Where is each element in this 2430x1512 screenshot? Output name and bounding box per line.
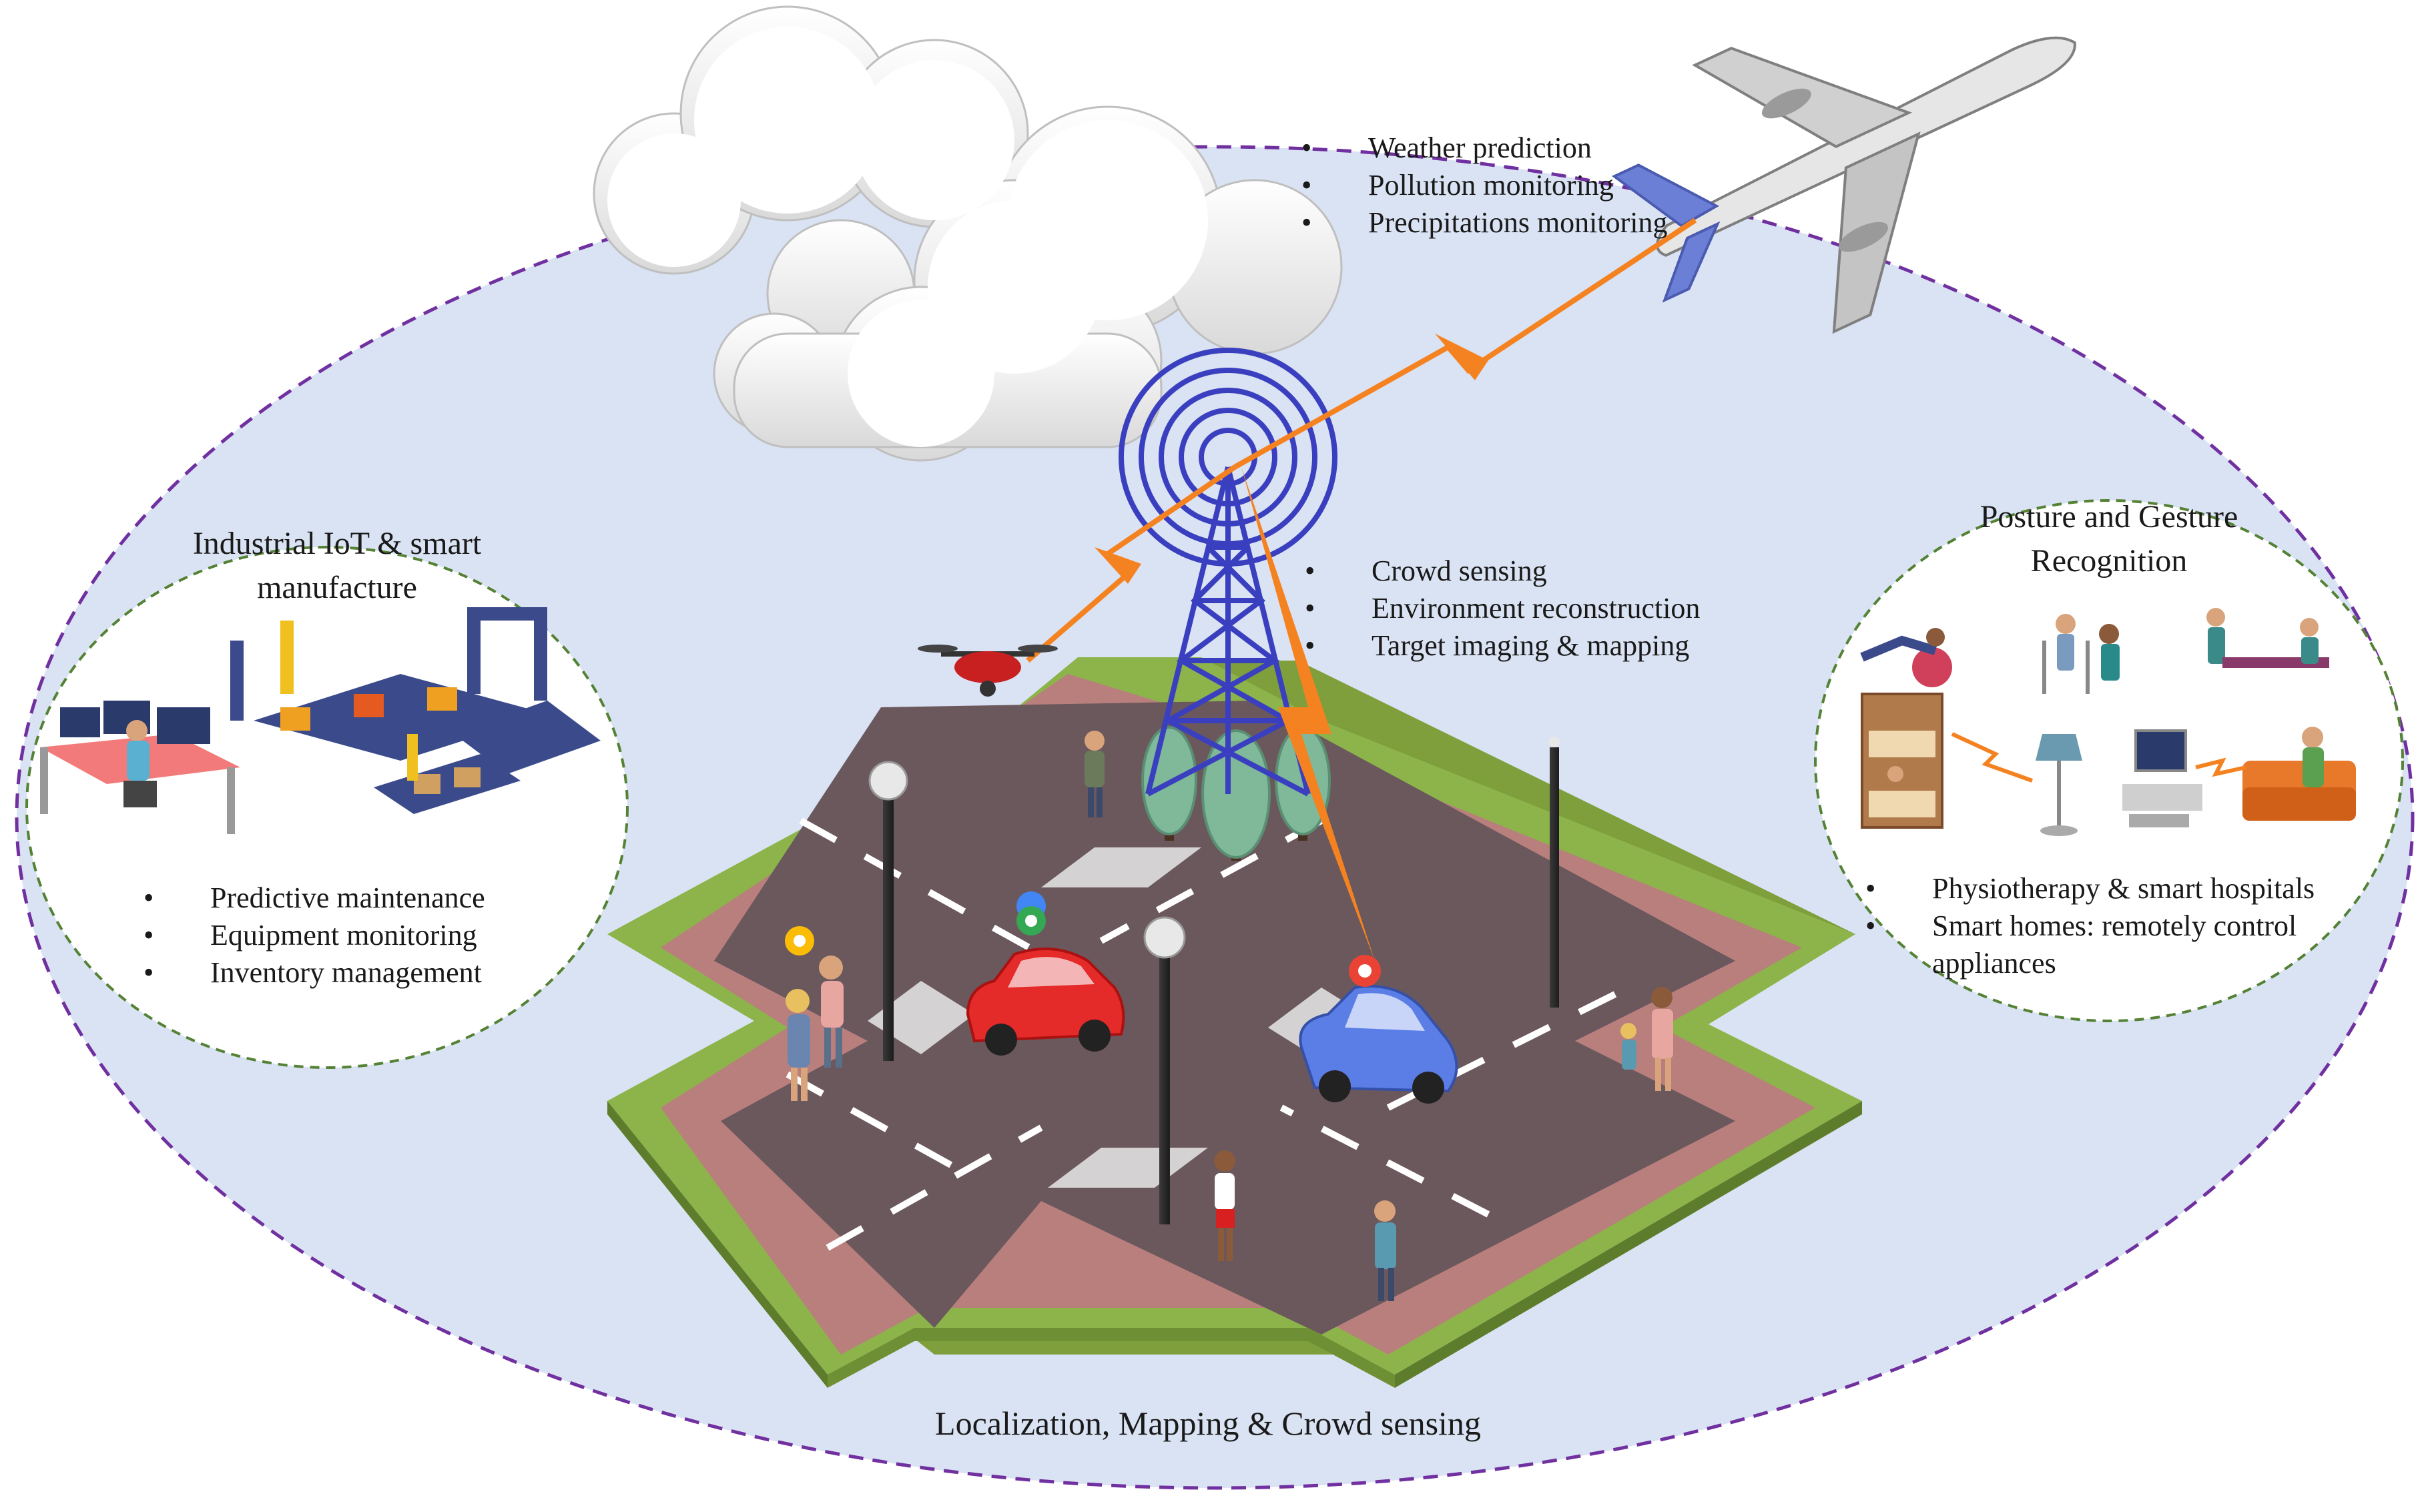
list-item: Equipment monitoring — [143, 917, 485, 954]
list-item-continuation: appliances — [1932, 947, 2056, 980]
person-icon — [1860, 608, 2329, 694]
industrial-list: Predictive maintenance Equipment monitor… — [143, 879, 485, 992]
road — [714, 701, 1735, 1335]
signal-bolts — [1026, 218, 1697, 961]
tower-application-list: Crowd sensing Environment reconstruction… — [1305, 552, 1700, 665]
posture-title: Posture and Gesture Recognition — [1882, 495, 2336, 583]
robot-arm-icon — [230, 607, 601, 814]
signal-bolts — [1951, 732, 2246, 783]
industrial-title-line2: manufacture — [257, 570, 417, 605]
list-item: Environment reconstruction — [1305, 590, 1700, 627]
workstation-icon — [40, 701, 240, 834]
bottom-caption: Localization, Mapping & Crowd sensing — [935, 1405, 1481, 1442]
streetlamp-icon — [868, 737, 1560, 1224]
tower-icon — [1119, 348, 1337, 797]
person-icon — [786, 731, 1673, 1301]
sofa-icon — [2242, 727, 2356, 821]
posture-title-line1: Posture and Gesture — [1980, 499, 2238, 534]
list-item: Physiotherapy & smart hospitals — [1865, 870, 2315, 907]
industrial-title-line1: Industrial IoT & smart — [192, 526, 482, 561]
posture-list: Physiotherapy & smart hospitals Smart ho… — [1865, 870, 2315, 982]
bunk-bed-icon — [1861, 693, 1943, 829]
posture-title-line2: Recognition — [2030, 543, 2188, 579]
list-item: Pollution monitoring — [1301, 167, 1668, 204]
intersection-ground — [607, 657, 1862, 1388]
top-application-list: Weather prediction Pollution monitoring … — [1301, 129, 1668, 242]
industrial-title: Industrial IoT & smart manufacture — [107, 522, 567, 610]
drone-icon — [918, 645, 1058, 697]
tv-icon — [2122, 729, 2202, 827]
lamp-icon — [2036, 734, 2082, 836]
car-icon — [1299, 985, 1458, 1104]
lane-markings — [786, 817, 1617, 1251]
list-item: Smart homes: remotely control — [1865, 907, 2315, 945]
cloud-highlight — [607, 27, 1208, 447]
map-pin-icon — [785, 891, 1381, 987]
car-icon — [966, 948, 1125, 1056]
list-item: Weather prediction — [1301, 129, 1668, 167]
list-item: Crowd sensing — [1305, 552, 1700, 590]
list-item: Target imaging & mapping — [1305, 627, 1700, 665]
list-item: Precipitations monitoring — [1301, 204, 1668, 242]
list-item: Predictive maintenance — [143, 879, 485, 917]
list-item: Inventory management — [143, 954, 485, 992]
